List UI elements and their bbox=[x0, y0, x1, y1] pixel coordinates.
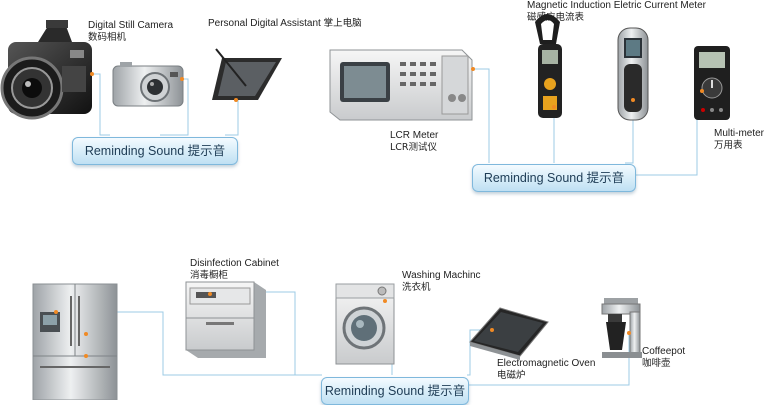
label-en: Washing Machinc bbox=[402, 270, 481, 281]
label-en: Disinfection Cabinet bbox=[190, 258, 279, 269]
cabinet-marker bbox=[208, 292, 212, 296]
refrigerator-icon bbox=[32, 283, 118, 400]
label-zh: 咖啡壶 bbox=[642, 358, 671, 369]
reminding-sound-hub-1: Reminding Sound 提示音 bbox=[72, 137, 238, 165]
induction-cooker-icon bbox=[469, 307, 549, 360]
clamp-meter-icon bbox=[535, 14, 562, 118]
coffee-marker bbox=[627, 331, 631, 335]
label-en: Electromagnetic Oven bbox=[497, 358, 596, 369]
label-zh: 掌上电脑 bbox=[323, 18, 362, 29]
pda-tablet-icon bbox=[212, 48, 282, 100]
label-multimeter: Multi-meter 万用表 bbox=[714, 128, 764, 152]
fridge-marker-2 bbox=[84, 332, 88, 336]
dslr-camera-icon bbox=[0, 20, 92, 120]
lcr-marker bbox=[471, 67, 475, 71]
label-disinfection-cabinet: Disinfection Cabinet 消毒橱柜 bbox=[190, 258, 279, 282]
label-en: Coffeepot bbox=[642, 346, 686, 357]
fridge-marker-1 bbox=[54, 310, 58, 314]
reminding-sound-hub-2: Reminding Sound 提示音 bbox=[472, 164, 636, 192]
label-zh: 洗衣机 bbox=[402, 282, 431, 293]
multimeter-marker bbox=[700, 89, 704, 93]
washer-marker bbox=[383, 299, 387, 303]
label-en: Personal Digital Assistant bbox=[208, 18, 321, 29]
label-digital-still-camera: Digital Still Camera 数码相机 bbox=[88, 20, 173, 44]
label-zh: LCR测试仪 bbox=[390, 142, 438, 153]
label-zh: 磁感应电流表 bbox=[527, 12, 585, 23]
label-en: Digital Still Camera bbox=[88, 20, 174, 31]
label-zh: 数码相机 bbox=[88, 32, 127, 43]
label-pda: Personal Digital Assistant 掌上电脑 bbox=[208, 18, 362, 30]
coffee-maker-icon bbox=[601, 298, 642, 358]
lcr-meter-icon bbox=[329, 49, 473, 121]
oven-marker bbox=[490, 328, 494, 332]
label-coffeepot: Coffeepot 咖啡壶 bbox=[642, 346, 685, 370]
washing-machine-icon bbox=[335, 283, 395, 365]
label-en: Magnetic Induction Eletric Current Meter bbox=[527, 0, 706, 11]
clamp-marker bbox=[552, 105, 556, 109]
label-electromagnetic-oven: Electromagnetic Oven 电磁炉 bbox=[497, 358, 595, 382]
label-washing-machine: Washing Machinc 洗衣机 bbox=[402, 270, 481, 294]
multimeter-icon bbox=[694, 46, 730, 120]
label-zh: 万用表 bbox=[714, 140, 743, 151]
handheld-marker bbox=[631, 98, 635, 102]
label-en: LCR Meter bbox=[390, 130, 439, 141]
label-lcr-meter: LCR Meter LCR测试仪 bbox=[390, 130, 438, 154]
camera-marker bbox=[90, 72, 94, 76]
label-en: Multi-meter bbox=[714, 128, 765, 139]
pda-marker bbox=[234, 98, 238, 102]
disinfection-cabinet-icon bbox=[185, 281, 266, 358]
handheld-meter-icon bbox=[617, 27, 649, 121]
label-zh: 消毒橱柜 bbox=[190, 270, 229, 281]
label-clamp-meter: Magnetic Induction Eletric Current Meter… bbox=[527, 0, 706, 24]
compact-camera-marker bbox=[180, 77, 184, 81]
reminding-sound-hub-3: Reminding Sound 提示音 bbox=[321, 377, 469, 405]
fridge-marker-3 bbox=[84, 354, 88, 358]
compact-camera-icon bbox=[112, 62, 184, 107]
label-zh: 电磁炉 bbox=[497, 370, 526, 381]
connectors-group-2 bbox=[473, 68, 702, 176]
